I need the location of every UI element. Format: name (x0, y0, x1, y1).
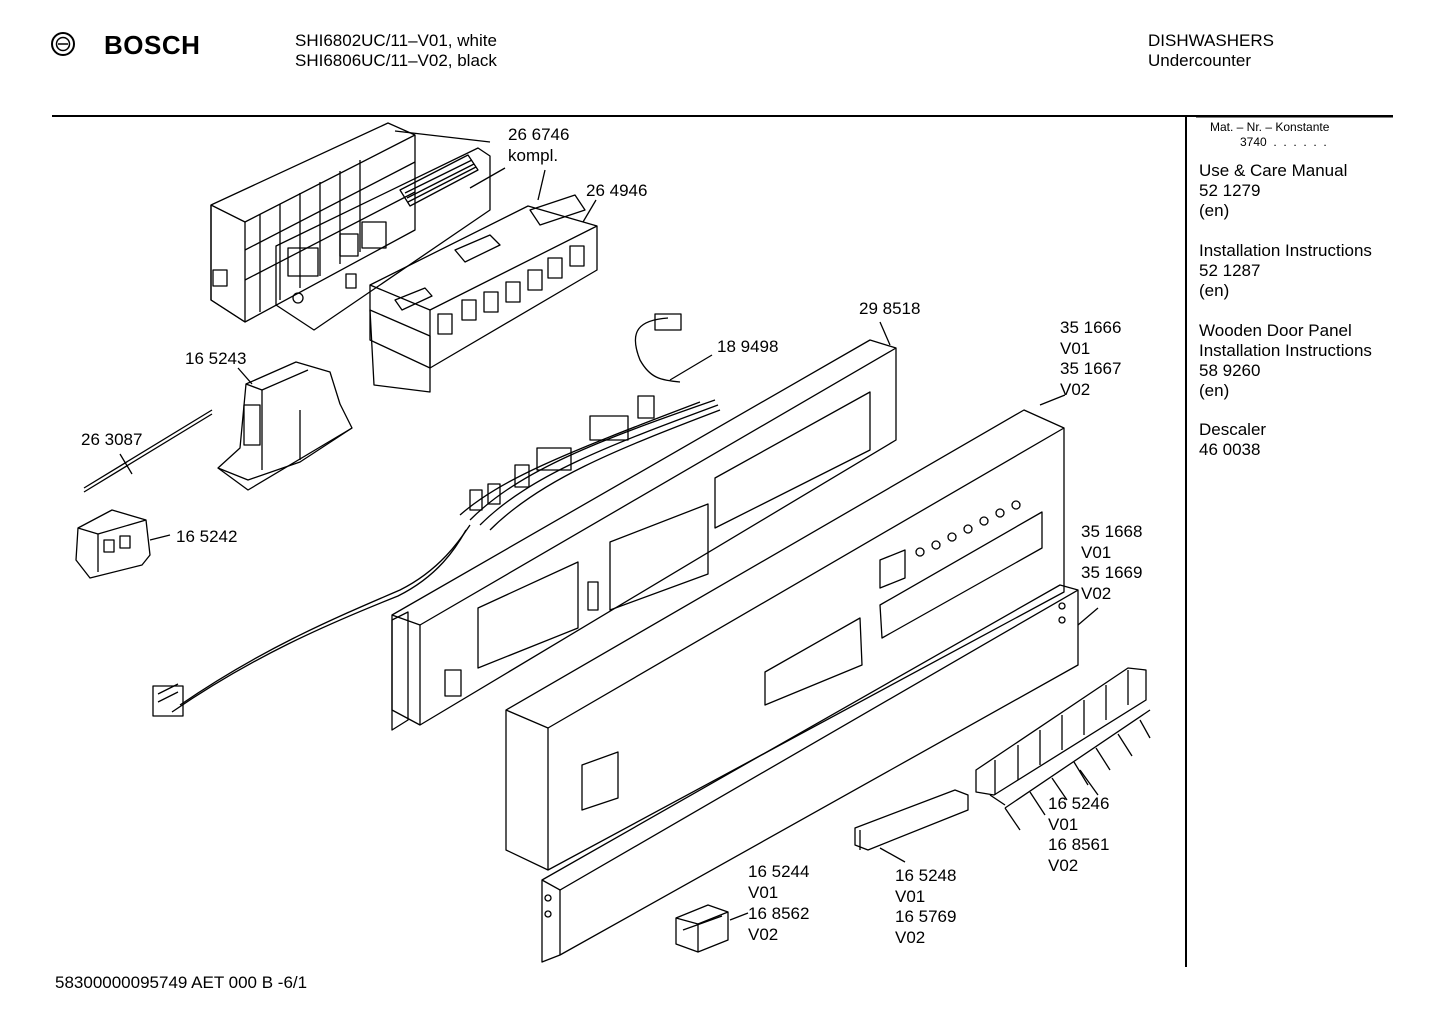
leader-351666 (1039, 394, 1066, 406)
leader-263087 (119, 453, 133, 475)
leader-165243 (237, 367, 253, 385)
leader-165246 (1079, 769, 1099, 796)
category-info: DISHWASHERS Undercounter (1148, 31, 1274, 71)
part-label-264946: 26 4946 (586, 181, 648, 200)
door-panel (505, 409, 1065, 871)
part-label-266746: 26 6746 kompl. (508, 125, 570, 165)
category-line-2: Undercounter (1148, 51, 1252, 70)
model-info: SHI6802UC/11–V01, white SHI6806UC/11–V02… (295, 31, 497, 71)
circuit-board (275, 147, 491, 331)
part-label-189498: 18 9498 (717, 337, 779, 356)
wiring-harness (152, 313, 721, 717)
part-label-165242: 16 5242 (176, 527, 238, 546)
bosch-logo-icon (51, 32, 75, 56)
leader-165242 (149, 534, 171, 541)
part-label-351666: 35 1666 V01 35 1667 V02 (1060, 318, 1122, 399)
doc-wooden-door-panel: Wooden Door Panel Installation Instructi… (1199, 321, 1372, 400)
leader-189498 (669, 354, 713, 381)
trim-strip (854, 789, 969, 851)
part-label-165244: 16 5244 V01 (748, 862, 810, 902)
rod (83, 409, 213, 493)
leader-266746 (394, 130, 491, 143)
mat-nr-header: Mat. – Nr. – Konstante (1210, 120, 1330, 134)
part-label-298518: 29 8518 (859, 299, 921, 318)
small-cap (675, 904, 729, 953)
doc-installation-instructions: Installation Instructions 52 1287 (en) (1199, 241, 1372, 300)
category-line-1: DISHWASHERS (1148, 31, 1274, 50)
doc-use-care-manual: Use & Care Manual 52 1279 (en) (1199, 161, 1348, 220)
part-label-165246: 16 5246 V01 16 8561 V02 (1048, 794, 1110, 875)
leader-298518 (879, 321, 891, 346)
switch-block (75, 509, 151, 579)
bosch-logo: BOSCH (104, 30, 200, 61)
electronic-module (369, 194, 598, 393)
model-line-2: SHI6806UC/11–V02, black (295, 51, 497, 70)
part-label-165243: 16 5243 (185, 349, 247, 368)
model-line-1: SHI6802UC/11–V01, white (295, 31, 497, 50)
part-label-351668: 35 1668 V01 35 1669 V02 (1081, 522, 1143, 603)
dispenser-unit (217, 361, 353, 491)
leader-351668 (1077, 607, 1099, 626)
doc-descaler: Descaler 46 0038 (1199, 420, 1267, 459)
leader-264946 (582, 199, 597, 223)
leader-165244 (729, 912, 749, 921)
leader-165248 (879, 847, 906, 863)
part-label-165248: 16 5248 V01 16 5769 V02 (895, 866, 957, 947)
part-label-263087: 26 3087 (81, 430, 143, 449)
base-strip (541, 584, 1079, 963)
footer-document-code: 58300000095749 AET 000 B -6/1 (55, 973, 308, 992)
mat-nr-value: 3740 . . . . . . (1240, 135, 1327, 149)
button-row (975, 667, 1147, 806)
control-panel-frame (391, 339, 897, 731)
control-module-housing (210, 122, 416, 323)
brand-name: BOSCH (104, 30, 201, 60)
part-label-168562: 16 8562 V02 (748, 904, 810, 944)
